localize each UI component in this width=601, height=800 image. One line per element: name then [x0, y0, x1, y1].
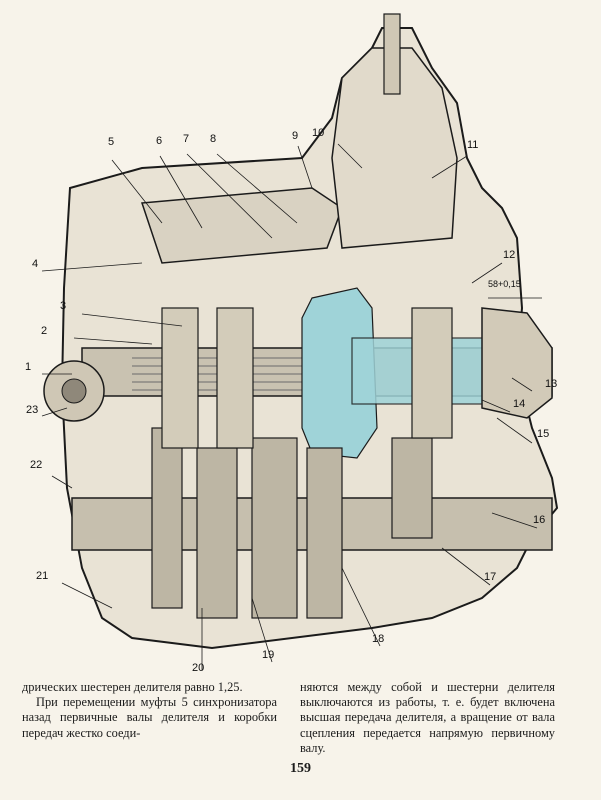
bevel-gear: [481, 307, 553, 419]
callout-15: 15: [537, 428, 550, 440]
callout-23: 23: [26, 404, 39, 416]
gearbox-illustration: [12, 8, 592, 670]
callout-4: 4: [32, 258, 39, 270]
callout-10: 10: [312, 127, 325, 139]
upper-gear-cluster: [161, 307, 453, 449]
callout-1: 1: [25, 361, 32, 373]
gearbox-cutaway-drawing: [41, 13, 559, 670]
callout-20: 20: [192, 662, 205, 674]
leader-lines: [41, 143, 542, 670]
callout-22: 22: [30, 459, 43, 471]
callout-2: 2: [41, 325, 48, 337]
callout-14: 14: [513, 398, 526, 410]
paragraph: При перемещении муфты 5 синхронизатора н…: [22, 695, 277, 740]
callout-19: 19: [262, 649, 275, 661]
shift-lever: [383, 13, 401, 95]
callout-12: 12: [503, 249, 516, 261]
callout-13: 13: [545, 378, 558, 390]
page-number: 159: [290, 761, 311, 776]
shift-cover: [140, 187, 343, 264]
callout-17: 17: [484, 571, 497, 583]
callout-6: 6: [156, 135, 163, 147]
lower-gear-cluster: [151, 427, 433, 619]
callout-9: 9: [292, 130, 299, 142]
callout-3: 3: [60, 300, 67, 312]
callout-11: 11: [467, 139, 479, 151]
text-column-right: няются между собой и шестерни делителя в…: [300, 680, 555, 756]
callout-7: 7: [183, 133, 190, 145]
callout-5: 5: [108, 136, 115, 148]
text-column-left: дрических шестерен делителя равно 1,25. …: [22, 680, 277, 741]
callout-8: 8: [210, 133, 217, 145]
callout-16: 16: [533, 514, 546, 526]
dimension-label: 58+0,15: [488, 279, 521, 289]
callout-18: 18: [372, 633, 385, 645]
divider-gear-highlight: [301, 287, 378, 459]
paragraph: дрических шестерен делителя равно 1,25.: [22, 680, 243, 694]
paragraph: няются между собой и шестерни делителя в…: [300, 680, 555, 755]
callout-21: 21: [36, 570, 49, 582]
